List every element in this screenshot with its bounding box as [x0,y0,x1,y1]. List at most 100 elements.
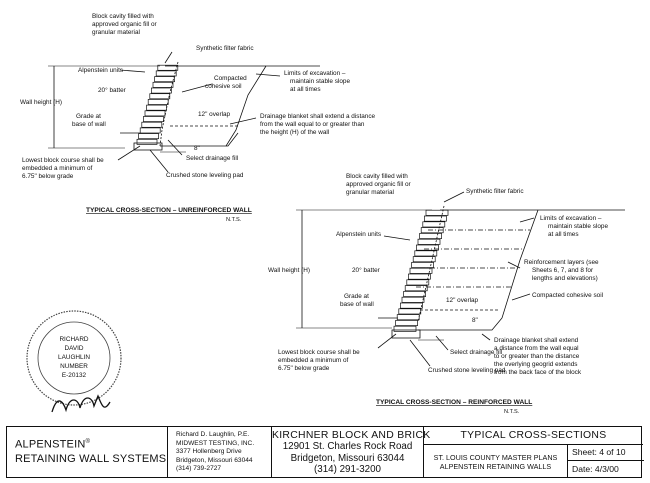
wall-block [403,291,426,297]
d1-cavity-2: approved organic fill or [92,21,158,28]
d2-leader-fabric [443,191,465,203]
wall-block [393,325,417,332]
d2-cavity-1: Block cavity filled with [346,173,408,180]
company-phone: (314) 291-3200 [314,464,381,476]
d2-filter-fabric [417,205,445,323]
engineer-info: Richard D. Laughlin, P.E. MIDWEST TESTIN… [167,427,271,477]
wall-block [412,256,436,263]
wall-block [422,221,446,228]
wall-block [401,296,425,303]
diagram-reinforced-text: Block cavity filled with approved organi… [268,173,608,415]
d1-title: TYPICAL CROSS-SECTION – UNREINFORCED WAL… [86,207,252,214]
engineer-line-5: (314) 739-2727 [176,465,222,473]
wall-block [138,133,159,140]
leader-pad-1 [149,149,169,173]
d2-compacted: Compacted cohesive soil [532,292,603,299]
wall-block [395,320,418,326]
engineer-line-4: Bridgeton, Missouri 63044 [176,456,253,464]
d1-cavity-1: Block cavity filled with [92,13,154,20]
block-wall-2 [393,209,449,332]
wall-block [414,250,438,257]
d1-drain-2: from the wall equal to or greater than [260,121,365,128]
d2-drain-3: to or greater than the distance [494,353,580,360]
sheet-title: TYPICAL CROSS-SECTIONS [424,427,643,445]
wall-block [155,70,177,77]
d1-pad: Crushed stone leveling pad [166,172,244,179]
d1-overlap: 12" overlap [198,111,231,118]
block-wall-1 [136,64,179,145]
diagram-unreinforced-text: Block cavity filled with approved organi… [20,13,376,223]
sheet-number: Sheet: 4 of 10 [567,444,644,461]
d2-leader-reinf [507,261,521,269]
d1-drain-3: the height (H) of the wall [260,129,329,136]
d2-grade-1: Grade at [344,293,369,300]
diagram-reinforced [296,191,625,367]
seal-line-1: RICHARD [59,336,88,343]
drainage-blanket-1 [160,132,239,147]
d2-overlap: 12" overlap [446,297,479,304]
company-info: KIRCHNER BLOCK AND BRICK 12901 St. Charl… [271,427,430,477]
d1-eight: 8" [194,145,200,152]
leader-limits-1 [255,73,281,77]
d1-drain-1: Drainage blanket shall extend a distance [260,113,376,120]
d1-compacted-2: cohesive soil [205,83,242,90]
wall-block [146,104,167,111]
wall-block [147,99,169,105]
d1-lowest-1: Lowest block course shall be [22,157,104,164]
d1-compacted-1: Compacted [214,75,247,82]
d2-grade-2: base of wall [340,301,374,308]
signature [51,394,111,413]
system-line-2: RETAINING WALL SYSTEMS [15,452,167,465]
d2-leader-lowest [377,333,397,349]
wall-block [419,233,442,239]
wall-block [420,227,444,234]
wall-block [400,302,423,309]
wall-block [396,314,420,321]
d2-nts: N.T.S. [504,409,520,415]
d1-cavity-3: granular material [92,29,140,36]
d1-select: Select drainage fill [186,155,238,162]
title-block: ALPENSTEIN® RETAINING WALL SYSTEMS Richa… [6,426,644,478]
wall-block [154,76,175,83]
d2-title: TYPICAL CROSS-SECTION – REINFORCED WALL [376,399,532,406]
leveling-pad-1 [133,142,163,151]
wall-block [152,81,174,88]
seal-line-5: E-20132 [62,372,87,379]
d2-limits-1: Limits of excavation – [540,215,602,222]
wall-block [425,209,449,216]
d2-limits-2: maintain stable slope [548,223,608,230]
wall-block [141,121,163,128]
seal-line-2: DAVID [64,345,83,352]
wall-block [157,64,179,71]
wall-block [144,110,166,117]
d2-leader-units [383,235,411,241]
sheet-date: Date: 4/3/00 [567,461,644,477]
d2-units: Alpenstein units [336,231,381,238]
d1-lowest-2: embedded a minimum of [22,165,93,172]
leader-compacted-1 [181,83,213,93]
d1-limits-1: Limits of excavation – [284,70,346,77]
engineer-line-2: MIDWEST TESTING, INC. [176,439,255,447]
leader-lowest-1 [117,145,141,161]
d2-leader-compacted [511,293,531,301]
d1-batter: 20° batter [98,86,127,94]
wall-block [151,87,172,94]
d1-grade-1: Grade at [76,113,101,120]
d2-limits-3: at all times [548,231,579,238]
leader-drainage-1 [229,117,257,125]
wall-block [143,116,164,122]
d2-lowest-1: Lowest block course shall be [278,349,360,356]
d2-cavity-2: approved organic fill or [346,181,412,188]
plans-line-2: ALPENSTEIN RETAINING WALLS [439,462,552,471]
d2-lowest-2: embedded a minimum of [278,357,349,364]
wall-block [136,138,158,145]
leader-fabric-1 [164,51,173,64]
plans-line-1: ST. LOUIS COUNTY MASTER PLANS [433,453,558,462]
d2-leader-select [435,335,449,351]
d2-wall-height: Wall height (H) [268,267,310,274]
wall-block [139,127,161,134]
d2-reinf-1: Reinforcement layers (see [524,259,599,266]
wall-block [417,238,441,245]
d2-reinf-3: lengths and elevations) [532,275,598,282]
